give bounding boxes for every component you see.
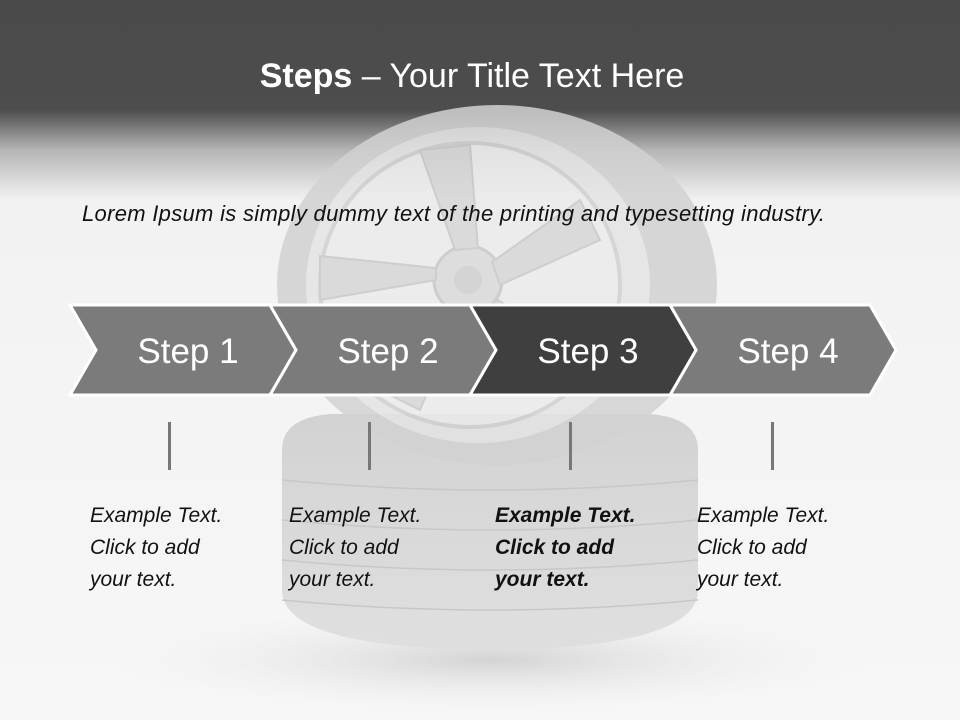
header-bar: Steps – Your Title Text Here [0, 0, 960, 130]
step-2-text[interactable]: Example Text. Click to add your text. [289, 500, 459, 596]
step-2-line-1: Example Text. [289, 504, 422, 527]
step-2-connector [368, 422, 371, 470]
step-1-line-1: Example Text. [90, 504, 223, 527]
step-4-line-1: Example Text. [697, 504, 830, 527]
page-title: Steps – Your Title Text Here [0, 54, 944, 98]
step-3-label: Step 3 [537, 332, 638, 371]
step-4-connector [771, 422, 774, 470]
step-2-chevron[interactable]: Step 2 [267, 303, 498, 397]
step-4-label: Step 4 [737, 332, 838, 371]
title-bold: Steps [259, 57, 353, 95]
step-3-line-3: your text. [495, 568, 590, 591]
step-1-connector [168, 422, 171, 470]
step-3-connector [569, 422, 572, 470]
step-1-line-3: your text. [90, 568, 177, 591]
step-1-text[interactable]: Example Text. Click to add your text. [90, 500, 260, 596]
intro-text: Lorem Ipsum is simply dummy text of the … [82, 201, 826, 226]
step-2-line-2: Click to add [289, 536, 399, 559]
step-1-line-2: Click to add [90, 536, 200, 559]
step-2-label: Step 2 [337, 332, 438, 371]
step-3-line-2: Click to add [495, 536, 615, 559]
title-rest: – Your Title Text Here [352, 57, 685, 95]
step-3-text[interactable]: Example Text. Click to add your text. [495, 500, 665, 596]
step-4-line-2: Click to add [697, 536, 807, 559]
step-4-line-3: your text. [697, 568, 784, 591]
step-1-label: Step 1 [137, 332, 238, 371]
step-4-chevron[interactable]: Step 4 [667, 303, 898, 397]
step-1-chevron[interactable]: Step 1 [67, 303, 298, 397]
step-chevrons: Step 1 Step 2 Step 4 Step 3 [67, 303, 898, 397]
step-3-line-1: Example Text. [495, 504, 636, 527]
step-2-line-3: your text. [289, 568, 376, 591]
step-4-text[interactable]: Example Text. Click to add your text. [697, 500, 867, 596]
step-3-chevron[interactable]: Step 3 [467, 303, 698, 397]
